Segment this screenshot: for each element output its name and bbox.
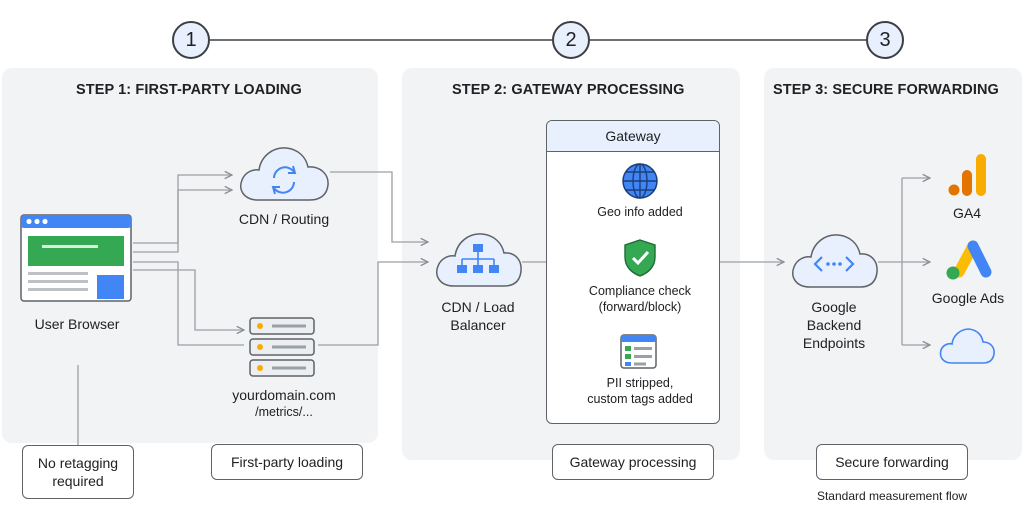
cdn-routing-label: CDN / Routing [238,211,330,227]
geo-info-label: Geo info added [597,205,683,219]
shield-check-icon [624,239,656,277]
cloud-code-icon [792,234,878,288]
note-line-1: No retagging [37,455,119,471]
server-domain-text: yourdomain.com [232,387,336,403]
server-label: yourdomain.com /metrics/... [214,386,354,420]
compliance-line-1: Compliance check [588,284,692,298]
pii-line-2: custom tags added [587,392,693,406]
no-retagging-note: No retagging required [22,445,134,499]
backend-line-3: Endpoints [802,335,866,351]
cloud-destination-icon [939,328,995,364]
google-backend-label: Google Backend Endpoints [776,298,892,352]
step-3-circle: 3 [866,21,904,59]
compliance-check-label: Compliance check (forward/block) [560,283,720,315]
ga4-label: GA4 [952,205,981,221]
step-2-title: STEP 2: GATEWAY PROCESSING [452,82,685,98]
note-line-2: required [52,473,104,489]
tag-form-icon [620,334,657,369]
backend-line-2: Backend [806,317,862,333]
browser-window-icon [20,214,132,302]
gateway-title: Gateway [547,121,719,152]
ga4-logo-icon [948,154,986,196]
lb-line-2: Balancer [450,317,506,333]
load-balancer-label: CDN / Load Balancer [420,298,536,334]
first-party-loading-caption: First-party loading [211,444,363,480]
standard-flow-note: Standard measurement flow [816,489,968,503]
globe-icon [622,163,658,199]
cloud-routing-icon [240,147,329,201]
server-path-text: /metrics/... [255,405,313,419]
gateway-processing-caption: Gateway processing [552,444,714,480]
compliance-line-2: (forward/block) [598,300,682,314]
google-ads-label: Google Ads [931,290,1005,306]
pii-stripped-label: PII stripped, custom tags added [560,375,720,407]
step-2-circle: 2 [552,21,590,59]
pii-line-1: PII stripped, [606,376,674,390]
cloud-load-balancer-icon [436,233,522,287]
secure-forwarding-caption: Secure forwarding [816,444,968,480]
step-1-title: STEP 1: FIRST-PARTY LOADING [76,82,302,98]
step-1-circle: 1 [172,21,210,59]
backend-line-1: Google [811,299,857,315]
lb-line-1: CDN / Load [441,299,515,315]
server-stack-icon [249,317,315,377]
step-3-title: STEP 3: SECURE FORWARDING [773,82,999,98]
browser-label: User Browser [34,316,120,332]
google-ads-logo-icon [946,240,992,280]
